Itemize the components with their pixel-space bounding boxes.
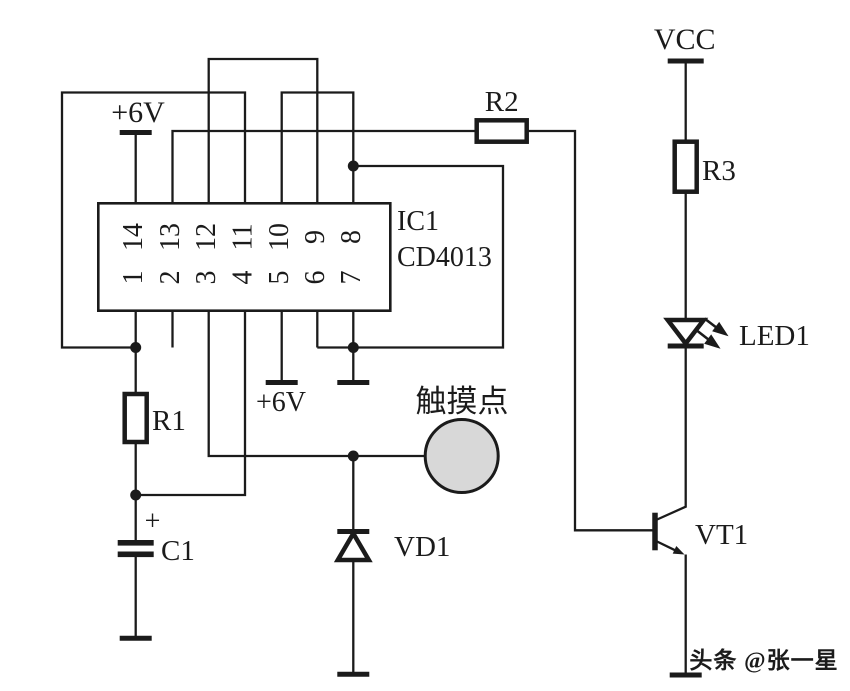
ic-pin-label: 11 bbox=[228, 224, 259, 251]
transistor-vt1-symbol bbox=[652, 512, 685, 555]
wire-r2-to-base bbox=[526, 129, 653, 532]
junction-dot bbox=[347, 342, 359, 353]
wire-pin13-to-r2 bbox=[171, 129, 477, 204]
ic-pin-label: 12 bbox=[191, 223, 222, 251]
junction-dot bbox=[130, 342, 142, 353]
ic-pin-label: 3 bbox=[191, 271, 222, 285]
resistor-r1-symbol bbox=[122, 391, 149, 445]
resistor-r2-symbol bbox=[474, 118, 529, 144]
junction-dot bbox=[130, 489, 142, 501]
label-r1: R1 bbox=[152, 405, 186, 437]
junction-dot bbox=[347, 160, 359, 172]
label-ic-ref: IC1 bbox=[397, 206, 439, 237]
wire-pin8-ground-loop bbox=[317, 164, 505, 349]
ic-pin-label: 4 bbox=[228, 271, 259, 285]
supply-label-6v-bottom: +6V bbox=[256, 387, 306, 418]
wire-emitter-diagonal bbox=[655, 539, 678, 553]
label-touch-pad: 触摸点 bbox=[416, 384, 509, 419]
supply-label-6v-top: +6V bbox=[111, 96, 165, 129]
c1-plate-bottom bbox=[117, 551, 154, 558]
wire-node-to-pin4 bbox=[135, 310, 247, 497]
diode-vd1-symbol bbox=[333, 529, 373, 563]
capacitor-c1-symbol bbox=[117, 540, 154, 558]
led1-symbol bbox=[663, 317, 729, 349]
label-vt1: VT1 bbox=[695, 519, 748, 551]
junction-dot bbox=[347, 450, 359, 462]
vd1-triangle bbox=[333, 529, 373, 563]
label-r3: R3 bbox=[702, 155, 736, 187]
power-ground-bars bbox=[119, 58, 704, 678]
ic-cd4013: 14 13 12 11 10 9 8 1 2 3 4 5 6 7 bbox=[97, 202, 392, 313]
ic-pin-label: 1 bbox=[118, 271, 149, 285]
ic-pin-label: 2 bbox=[155, 271, 186, 285]
ic-pin-label: 14 bbox=[118, 223, 149, 251]
ic-pin-label: 9 bbox=[300, 230, 331, 244]
resistors bbox=[122, 118, 699, 445]
led1-emission-arrows-icon bbox=[696, 317, 729, 349]
label-vd1: VD1 bbox=[394, 531, 450, 563]
label-led1: LED1 bbox=[739, 320, 810, 352]
ic-pin-label: 6 bbox=[300, 271, 331, 285]
label-c1-plus: + bbox=[145, 506, 161, 537]
wires bbox=[60, 57, 687, 675]
c1-plate-top bbox=[117, 540, 154, 546]
supply-label-vcc: VCC bbox=[654, 23, 716, 56]
watermark-text: 头条 @张一星 bbox=[689, 647, 838, 674]
label-r2: R2 bbox=[485, 86, 519, 118]
ic-body bbox=[97, 202, 392, 313]
touch-pad bbox=[423, 418, 500, 494]
ic-pin-label: 8 bbox=[336, 230, 367, 244]
ic-pin-label: 10 bbox=[264, 223, 295, 251]
label-ic-part: CD4013 bbox=[397, 242, 492, 273]
ic-pin-label: 7 bbox=[336, 271, 367, 285]
resistor-r3-symbol bbox=[672, 139, 699, 194]
ic-pin-label: 13 bbox=[155, 223, 186, 251]
vt1-emitter-arrowhead bbox=[672, 546, 685, 555]
wire-pin11-left-rail bbox=[60, 91, 247, 349]
label-c1: C1 bbox=[161, 535, 195, 567]
led1-triangle bbox=[663, 317, 709, 348]
labels: +6V VCC +6V R2 R3 IC1 CD4013 R1 + C1 VD1… bbox=[111, 23, 838, 674]
junction-dots bbox=[130, 160, 359, 501]
wire-led-to-collector bbox=[655, 346, 687, 522]
ic-pin-label: 5 bbox=[264, 271, 295, 285]
